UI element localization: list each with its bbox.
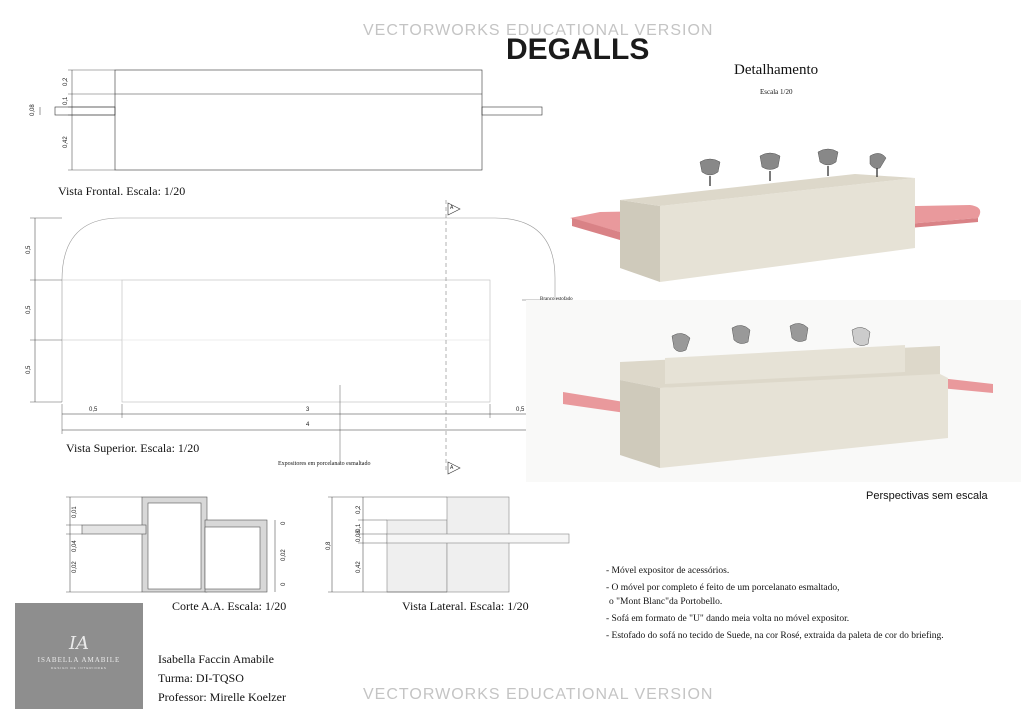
lateral-caption: Vista Lateral. Escala: 1/20 <box>402 599 529 613</box>
superior-caption: Vista Superior. Escala: 1/20 <box>66 441 200 455</box>
watermark-bottom: VECTORWORKS EDUCATIONAL VERSION <box>363 686 714 703</box>
frontal-body <box>114 69 483 171</box>
note-3: o "Mont Blanc"da Portobello. <box>609 597 723 607</box>
corte-caption: Corte A.A. Escala: 1/20 <box>172 599 287 613</box>
brand-title: DEGALLS <box>506 33 650 66</box>
superior-inner <box>121 279 491 403</box>
section-markers <box>447 202 461 475</box>
frontal-dim-1: 0,2 <box>63 77 69 86</box>
corte-dim-4: 0 <box>281 521 287 525</box>
superior-outline <box>61 217 556 402</box>
author-professor: Professor: Mirelle Koelzer <box>158 690 286 704</box>
superior-dim-v2: 0,5 <box>26 305 32 314</box>
watermark-top: VECTORWORKS EDUCATIONAL VERSION <box>363 22 714 39</box>
lateral-dim-2: 0,08 <box>356 530 362 542</box>
note-2: - O móvel por completo é feito de um por… <box>606 583 840 593</box>
frontal-arm-left <box>54 106 116 116</box>
note-4: - Sofá em formato de "U" dando meia volt… <box>606 614 850 624</box>
corte-dim-3: 0,02 <box>72 561 78 573</box>
logo-monogram: IA <box>68 633 90 654</box>
superior-dim-total: 4 <box>306 422 310 428</box>
lateral-dim-4: 0,42 <box>356 561 362 573</box>
expositores-label: Expositores em porcelanato esmaltado <box>278 461 371 467</box>
superior-dim-h3: 0,5 <box>516 407 525 413</box>
frontal-arm-right <box>481 106 543 116</box>
superior-dim-h1: 0,5 <box>89 407 98 413</box>
superior-dim-h2: 3 <box>306 407 310 413</box>
note-1: - Móvel expositor de acessórios. <box>606 566 730 576</box>
perspective-bottom <box>526 300 1021 482</box>
note-5: - Estofado do sofá no tecido de Suede, n… <box>606 631 944 641</box>
corte-dim-2: 0,04 <box>72 540 78 552</box>
corte-dim-1: 0,01 <box>72 506 78 518</box>
superior-dim-v3: 0,5 <box>26 365 32 374</box>
lateral-dim-5: 0,8 <box>326 541 332 550</box>
section-marker-top: A <box>450 205 454 211</box>
author-name: Isabella Faccin Amabile <box>158 652 274 666</box>
perspective-top <box>570 148 981 282</box>
section-marker-bottom: A <box>450 465 454 471</box>
lateral-dim-3: 0,1 <box>356 523 362 532</box>
perspectives-caption: Perspectivas sem escala <box>866 490 988 502</box>
logo-box <box>15 603 143 709</box>
author-info: Isabella Faccin Amabile Turma: DI-TQSO P… <box>158 650 286 707</box>
frontal-dim-4: 0,42 <box>63 136 69 148</box>
detail-scale: Escala 1/20 <box>760 88 793 96</box>
frontal-dim-3: 0,08 <box>30 104 36 116</box>
corte-dim-6: 0 <box>281 582 287 586</box>
logo-sub: DESIGN DE INTERIORES <box>51 666 107 670</box>
section-cut-view <box>66 496 276 593</box>
lateral-view <box>328 496 570 593</box>
frontal-dim-2: 0,1 <box>63 96 69 105</box>
superior-dim-v1: 0,5 <box>26 245 32 254</box>
author-logo: IA ISABELLA AMABILE DESIGN DE INTERIORES <box>15 603 143 709</box>
author-turma: Turma: DI-TQSO <box>158 671 244 685</box>
logo-name: ISABELLA AMABILE <box>37 656 121 664</box>
lateral-dim-1: 0,2 <box>356 505 362 514</box>
branco-estofado-label: Branco estofado <box>540 297 573 302</box>
frontal-view <box>39 69 543 171</box>
frontal-caption: Vista Frontal. Escala: 1/20 <box>58 184 186 198</box>
corte-dim-5: 0,02 <box>281 549 287 561</box>
superior-view <box>30 200 556 470</box>
detail-title: Detalhamento <box>734 62 819 78</box>
notes-list: - Móvel expositor de acessórios. - O móv… <box>606 563 944 645</box>
